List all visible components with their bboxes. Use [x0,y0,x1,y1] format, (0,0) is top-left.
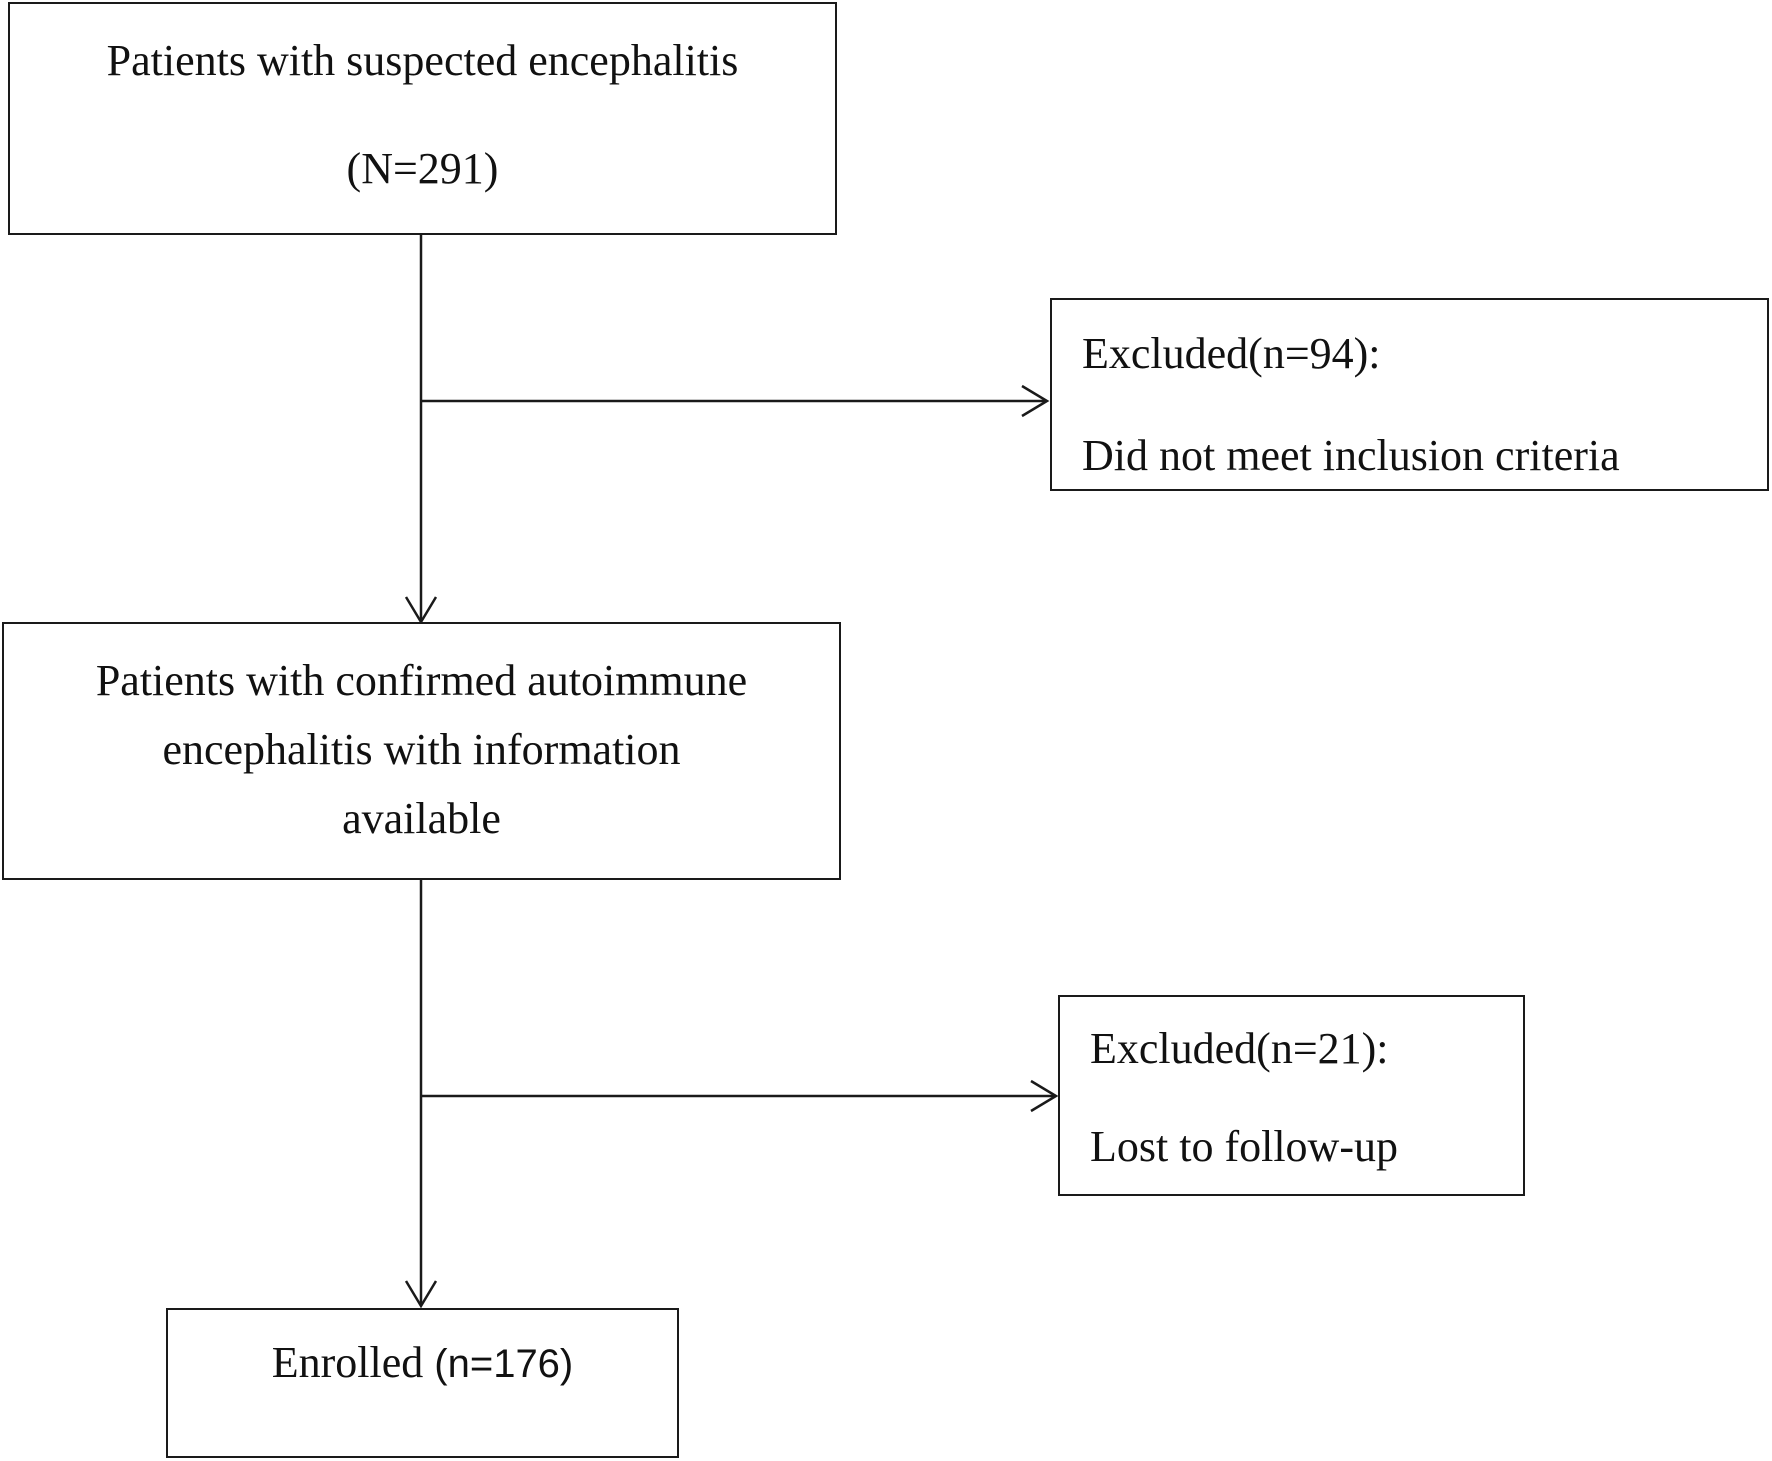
excluded-second-count: Excluded(n=21): [1090,1024,1389,1073]
confirmed-line-1: Patients with confirmed autoimmune [95,656,748,705]
excluded-second-box: Excluded(n=21): Lost to follow-up [1058,995,1525,1196]
suspected-count: (N=291) [346,144,499,193]
enrolled-count: (n=176) [434,1342,574,1386]
excluded-first-reason: Did not meet inclusion criteria [1082,431,1620,480]
arrowhead-to-enrolled [404,1280,438,1309]
excluded-second-reason: Lost to follow-up [1090,1122,1398,1171]
enrolled-text: Enrolled (n=176) [168,1341,677,1385]
excluded-first-box: Excluded(n=94): Did not meet inclusion c… [1050,298,1769,491]
confirmed-line-2: encephalitis with information [162,725,681,774]
arrowhead-to-excluded-first [1021,384,1050,418]
excluded-first-count: Excluded(n=94): [1082,329,1381,378]
enrolled-label: Enrolled [271,1338,424,1387]
suspected-encephalitis-label: Patients with suspected encephalitis [106,36,739,85]
enrolled-box: Enrolled (n=176) [166,1308,679,1458]
confirmed-autoimmune-box: Patients with confirmed autoimmune encep… [2,622,841,880]
arrowhead-to-excluded-second [1030,1079,1059,1113]
suspected-encephalitis-box: Patients with suspected encephalitis (N=… [8,2,837,235]
confirmed-line-3: available [342,794,501,843]
